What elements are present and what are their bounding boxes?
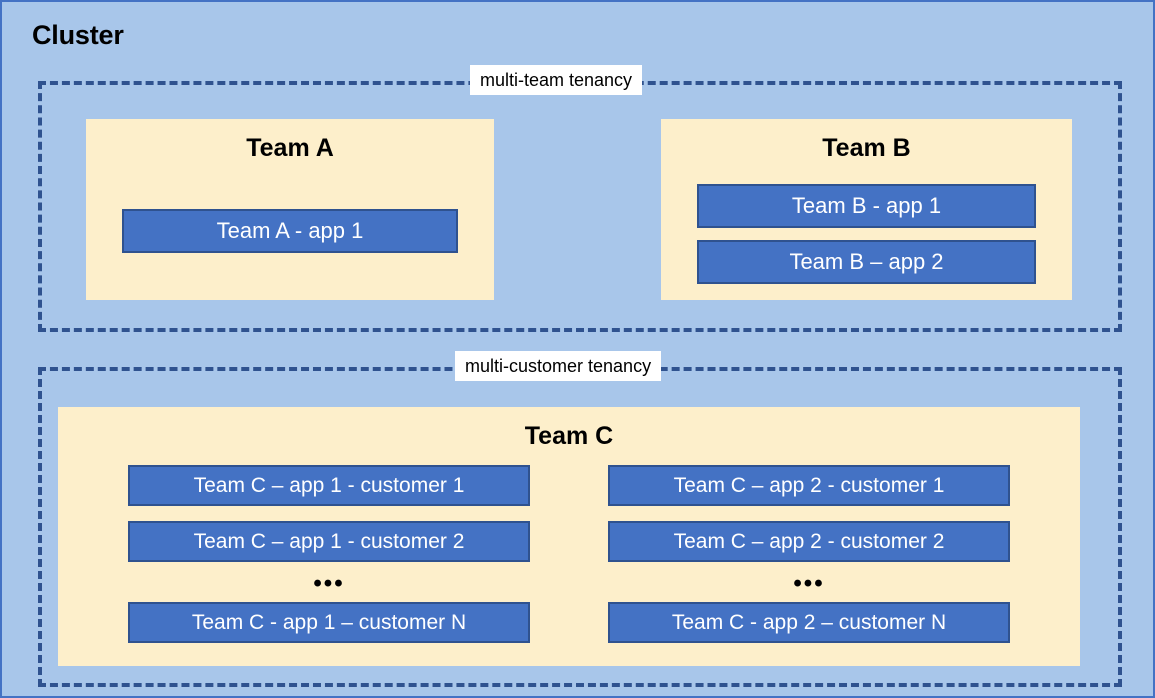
- app-box-team-c-app-1-customer-n[interactable]: Team C - app 1 – customer N: [128, 602, 530, 644]
- team-c-app-1-column: Team C – app 1 - customer 1 Team C – app…: [128, 465, 530, 658]
- team-c-app-1-ellipsis: •••: [313, 570, 345, 597]
- app-box-team-c-app-1-customer-2[interactable]: Team C – app 1 - customer 2: [128, 521, 530, 562]
- app-box-team-b-app-2[interactable]: Team B – app 2: [697, 240, 1036, 284]
- team-c-title: Team C: [524, 422, 614, 450]
- multi-team-tenancy-label: multi-team tenancy: [470, 65, 643, 95]
- app-box-team-c-app-2-customer-2[interactable]: Team C – app 2 - customer 2: [608, 521, 1010, 562]
- team-b-app-list: Team B - app 1 Team B – app 2: [697, 184, 1036, 284]
- team-a-title: Team A: [246, 134, 334, 162]
- team-a-app-list: Team A - app 1: [122, 209, 458, 253]
- team-c-app-2-ellipsis: •••: [793, 570, 825, 597]
- team-c-columns: Team C – app 1 - customer 1 Team C – app…: [58, 465, 1080, 658]
- team-c-app-2-column: Team C – app 2 - customer 1 Team C – app…: [608, 465, 1010, 658]
- cluster-title: Cluster: [32, 20, 124, 50]
- app-box-team-c-app-2-customer-n[interactable]: Team C - app 2 – customer N: [608, 602, 1010, 644]
- multi-customer-tenancy-label: multi-customer tenancy: [455, 351, 662, 381]
- team-b-title: Team B: [822, 134, 911, 162]
- app-box-team-b-app-1[interactable]: Team B - app 1: [697, 184, 1036, 228]
- team-b-panel: Team B Team B - app 1 Team B – app 2: [661, 119, 1072, 300]
- team-c-panel: Team C Team C – app 1 - customer 1 Team …: [58, 407, 1080, 666]
- app-box-team-c-app-1-customer-1[interactable]: Team C – app 1 - customer 1: [128, 465, 530, 506]
- team-a-panel: Team A Team A - app 1: [86, 119, 494, 300]
- app-box-team-c-app-2-customer-1[interactable]: Team C – app 2 - customer 1: [608, 465, 1010, 506]
- app-box-team-a-app-1[interactable]: Team A - app 1: [122, 209, 458, 253]
